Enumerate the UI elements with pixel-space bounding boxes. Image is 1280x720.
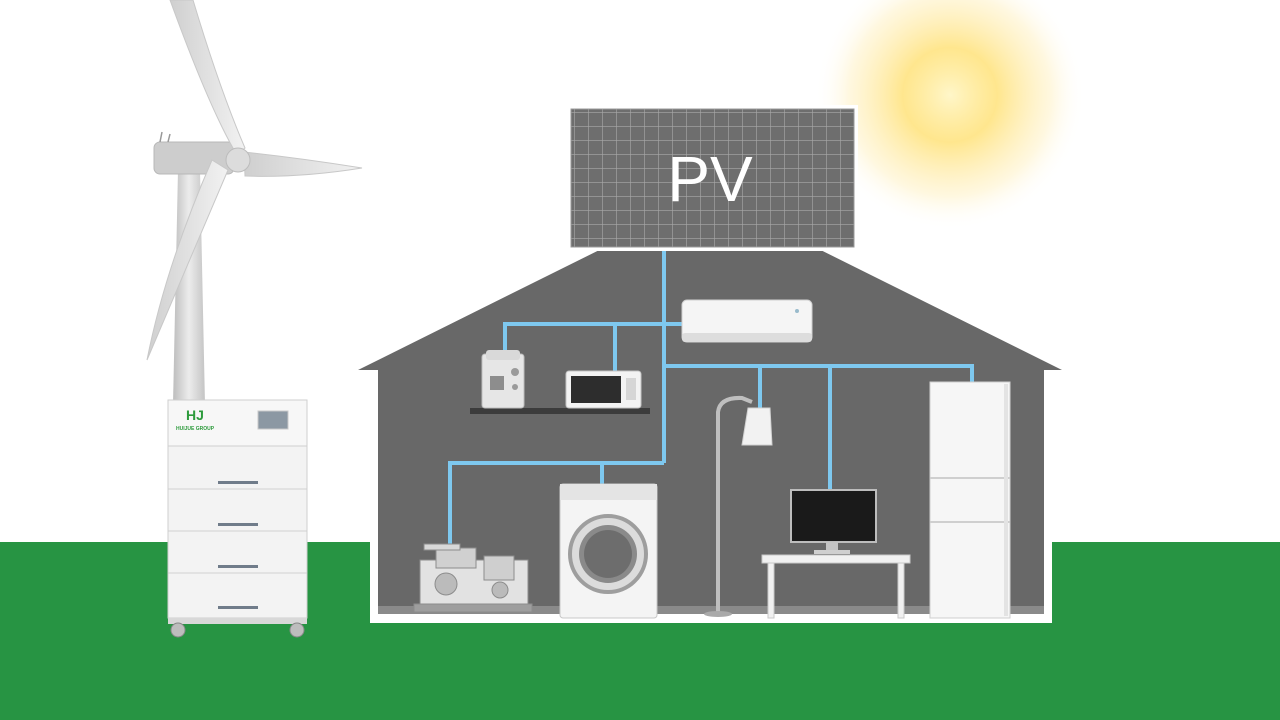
water-pump-icon [413,543,533,613]
air-conditioner-icon [681,299,813,343]
pv-label: PV [667,143,753,215]
wind-turbine-icon [146,0,363,405]
house-interior [358,195,1062,614]
solar-panel-icon: PV [567,105,858,251]
washing-machine-icon [559,483,658,619]
brand-mark: HJ [186,407,204,423]
desk-icon [761,554,911,619]
refrigerator-icon [929,381,1011,619]
kitchen-shelf [470,408,650,414]
power-wiring [448,248,974,545]
brand-name: HUIJUE GROUP [176,426,215,432]
floor-lamp-icon [704,395,773,617]
sun-icon [815,0,1085,230]
monitor-icon [790,489,877,554]
microwave-icon [565,370,642,409]
house [346,190,1076,623]
coffee-machine-icon [481,350,525,409]
battery-cabinet-icon: HJ HUIJUE GROUP [167,399,308,638]
